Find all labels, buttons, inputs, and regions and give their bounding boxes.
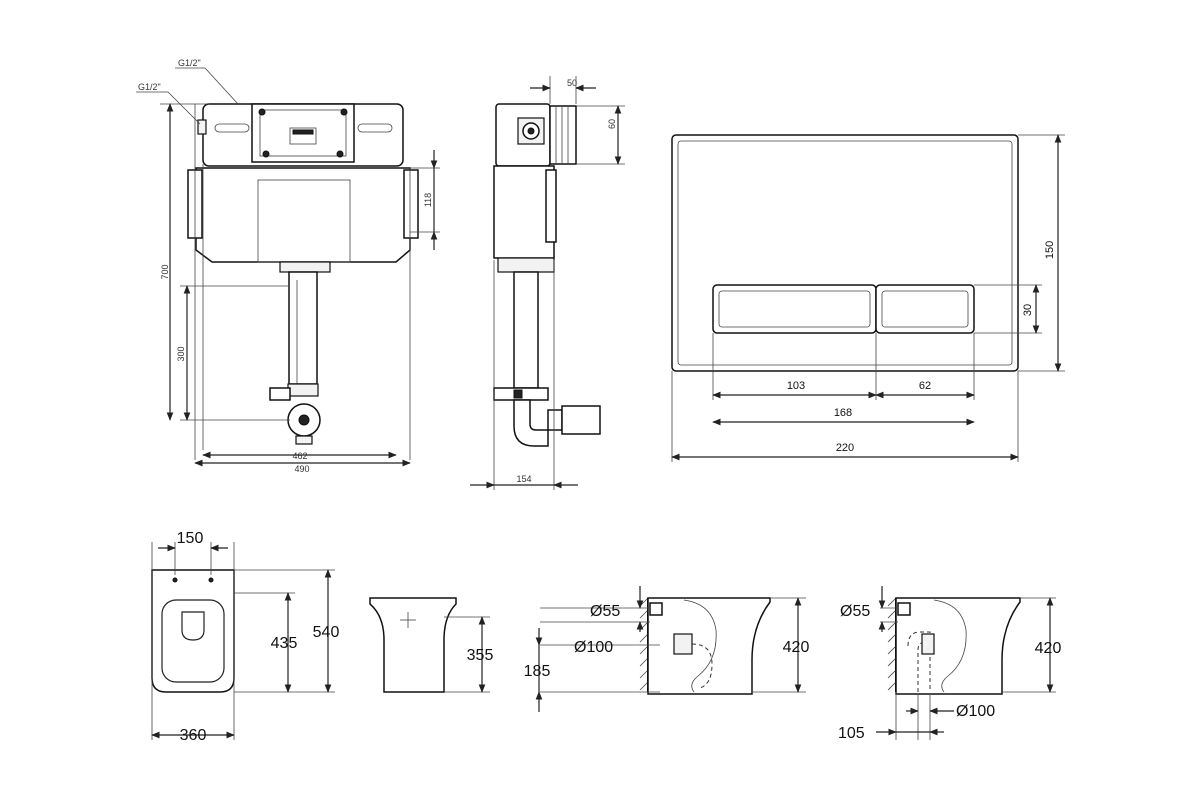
side-a-outlet-label: Ø100 [574, 639, 613, 656]
inlet-top-label: G1/2" [178, 58, 201, 68]
button-total-label: 168 [834, 407, 852, 419]
plate-height-label: 150 [1044, 241, 1056, 259]
button-height-label: 30 [1022, 304, 1034, 316]
side-a-height-label: 420 [783, 639, 810, 656]
drain-pipe [288, 271, 318, 385]
side-b-offset-label: 105 [838, 725, 865, 742]
front-height-label: 355 [467, 647, 494, 664]
outer-width-label: 490 [294, 464, 309, 474]
side-cistern [493, 165, 555, 259]
toilet-width-label: 360 [180, 727, 207, 744]
toilet-front-outline [369, 597, 457, 693]
side-depth-label: 154 [516, 474, 531, 484]
toilet-front-view [369, 597, 490, 693]
toilet-side-view-a [535, 586, 806, 712]
toilet-side-view-b [876, 586, 1056, 740]
toilet-depth-label: 540 [313, 624, 340, 641]
side-a-inlet-label: Ø55 [590, 603, 620, 620]
plate-width-label: 220 [836, 442, 854, 454]
connector-height-label: 60 [607, 119, 617, 129]
side-b-outlet-label: Ø100 [956, 703, 995, 720]
side-a-outlet-height-label: 185 [524, 663, 551, 680]
frame-height-label: 700 [160, 264, 170, 279]
inlet-side-label: G1/2" [138, 82, 161, 92]
button-large-label: 103 [787, 380, 805, 392]
pipe-height-label: 300 [176, 346, 186, 361]
seat-outline [161, 599, 225, 683]
toilet-top-outline [151, 569, 235, 693]
cistern-body [195, 167, 411, 263]
side-b-inlet-label: Ø55 [840, 603, 870, 620]
flush-plate-view [671, 134, 1065, 462]
toilet-side-b-outline [895, 597, 1021, 695]
side-depth-top-label: 50 [567, 78, 577, 88]
hole-spacing-label: 150 [177, 530, 204, 547]
side-b-height-label: 420 [1035, 640, 1062, 657]
side-outlet [561, 405, 601, 435]
frame-front-view [136, 67, 440, 467]
toilet-side-a-outline [647, 597, 771, 695]
flush-button-large [712, 284, 877, 334]
inner-width-label: 462 [292, 451, 307, 461]
seat-depth-label: 435 [271, 635, 298, 652]
side-drain-pipe [513, 271, 539, 389]
frame-side-view [470, 76, 625, 490]
connector-block [549, 105, 577, 165]
toilet-top-view [151, 542, 335, 740]
tank-height-label: 118 [423, 193, 433, 207]
flush-button-small [875, 284, 975, 334]
flush-plate-outline [671, 134, 1019, 372]
button-small-label: 62 [919, 380, 931, 392]
side-bend [513, 399, 549, 447]
